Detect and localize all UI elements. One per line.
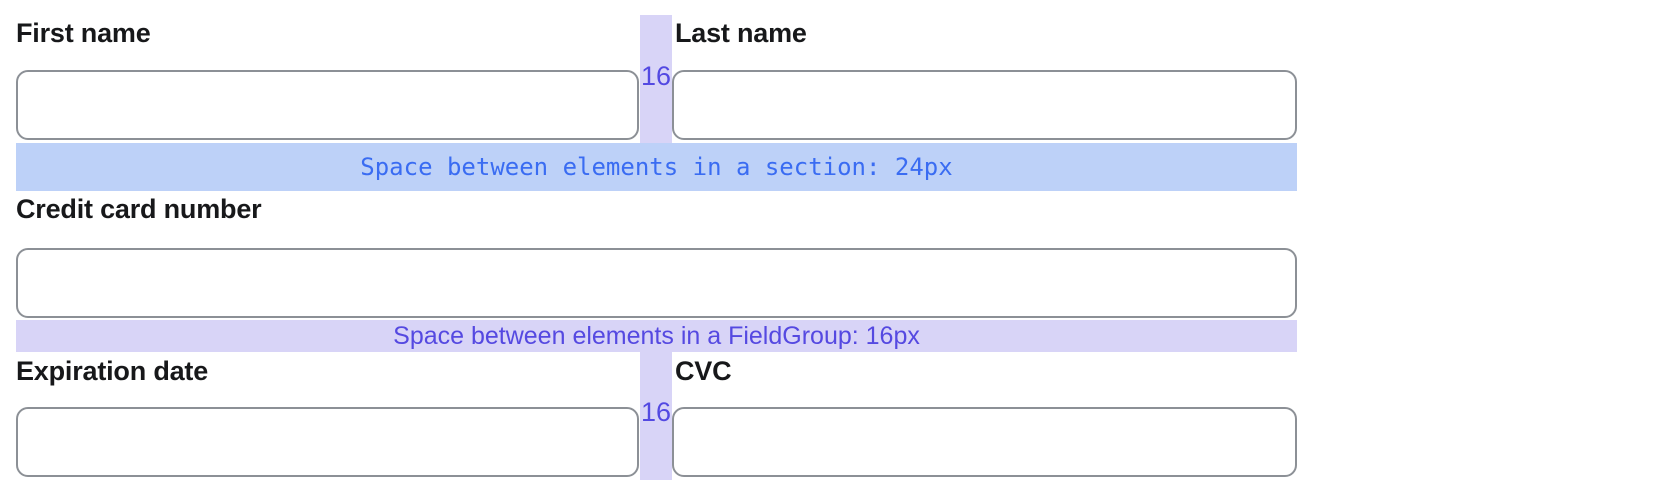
expiration-date-input[interactable] (16, 407, 639, 477)
gap-size-label-row1: 16 (640, 61, 672, 91)
last-name-input[interactable] (672, 70, 1297, 140)
credit-card-input[interactable] (16, 248, 1297, 318)
first-name-input[interactable] (16, 70, 639, 140)
gap-size-label-row3: 16 (640, 397, 672, 427)
expiration-date-label: Expiration date (16, 356, 209, 386)
cvc-input[interactable] (672, 407, 1297, 477)
section-space-label: Space between elements in a section: 24p… (360, 153, 953, 181)
fieldgroup-space-label: Space between elements in a FieldGroup: … (393, 322, 920, 350)
credit-card-label: Credit card number (16, 194, 262, 224)
fieldgroup-gap-marker-row1 (640, 15, 672, 143)
section-space-band: Space between elements in a section: 24p… (16, 143, 1297, 191)
cvc-label: CVC (675, 356, 732, 386)
last-name-label: Last name (675, 18, 807, 48)
first-name-label: First name (16, 18, 151, 48)
fieldgroup-gap-marker-row3 (640, 352, 672, 480)
fieldgroup-space-band: Space between elements in a FieldGroup: … (16, 320, 1297, 352)
